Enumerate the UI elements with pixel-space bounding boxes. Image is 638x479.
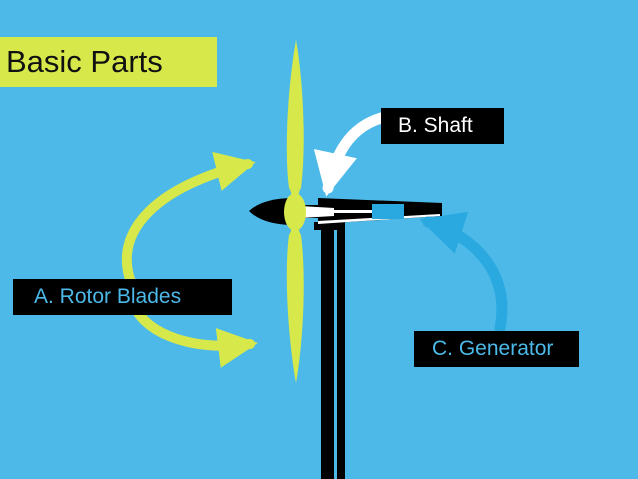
rotor-blades-icon	[284, 40, 306, 383]
shaft-arrow-icon	[313, 112, 387, 197]
nose-cone	[249, 198, 290, 225]
generator-icon	[372, 204, 404, 219]
page-title: Basic Parts	[0, 37, 217, 87]
generator-arrow-icon	[419, 211, 508, 334]
tower	[314, 222, 345, 479]
shaft-label: B. Shaft	[381, 108, 504, 144]
rotor-arrow-icon	[121, 151, 258, 368]
generator-label: C. Generator	[414, 331, 579, 367]
nacelle	[296, 198, 442, 224]
rotor-blades-label: A. Rotor Blades	[13, 279, 232, 315]
shaft-icon	[300, 206, 334, 218]
